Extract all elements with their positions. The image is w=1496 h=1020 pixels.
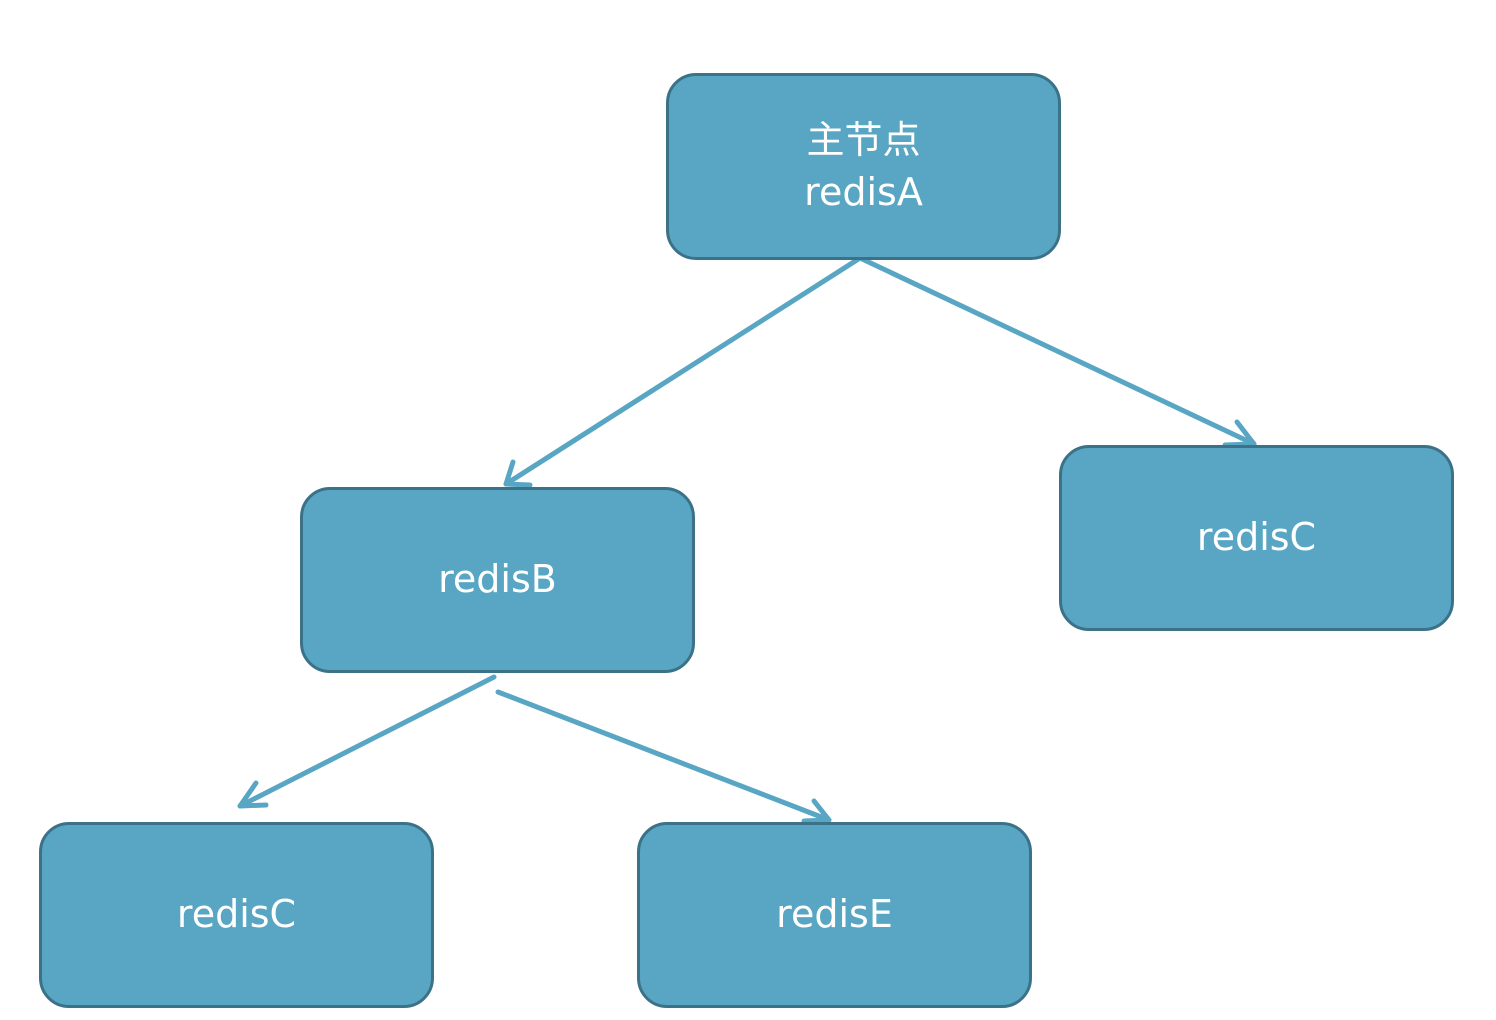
node-redisA: 主节点 redisA xyxy=(666,73,1061,260)
node-redisA-role-label: 主节点 xyxy=(806,118,921,163)
edge-redisA-to-redisC-right xyxy=(857,255,1257,448)
node-redisC-bottom-label: redisC xyxy=(176,892,297,937)
edge-redisB-to-redisE xyxy=(495,689,832,824)
node-redisE: redisE xyxy=(637,822,1032,1008)
node-redisC-right-label: redisC xyxy=(1196,515,1317,560)
node-redisB: redisB xyxy=(300,487,695,673)
node-redisC-bottom: redisC xyxy=(39,822,434,1008)
edge-redisA-to-redisB xyxy=(503,255,863,488)
node-redisA-name-label: redisA xyxy=(804,169,923,214)
edges xyxy=(237,255,1257,824)
edge-redisB-to-redisC-bottom xyxy=(237,674,497,809)
node-redisB-label: redisB xyxy=(438,557,557,602)
node-redisC-right: redisC xyxy=(1059,445,1454,631)
node-redisE-label: redisE xyxy=(776,892,893,937)
